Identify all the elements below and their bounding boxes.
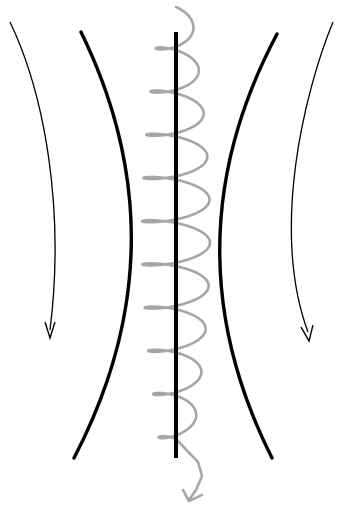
diagram-canvas [0,0,342,513]
